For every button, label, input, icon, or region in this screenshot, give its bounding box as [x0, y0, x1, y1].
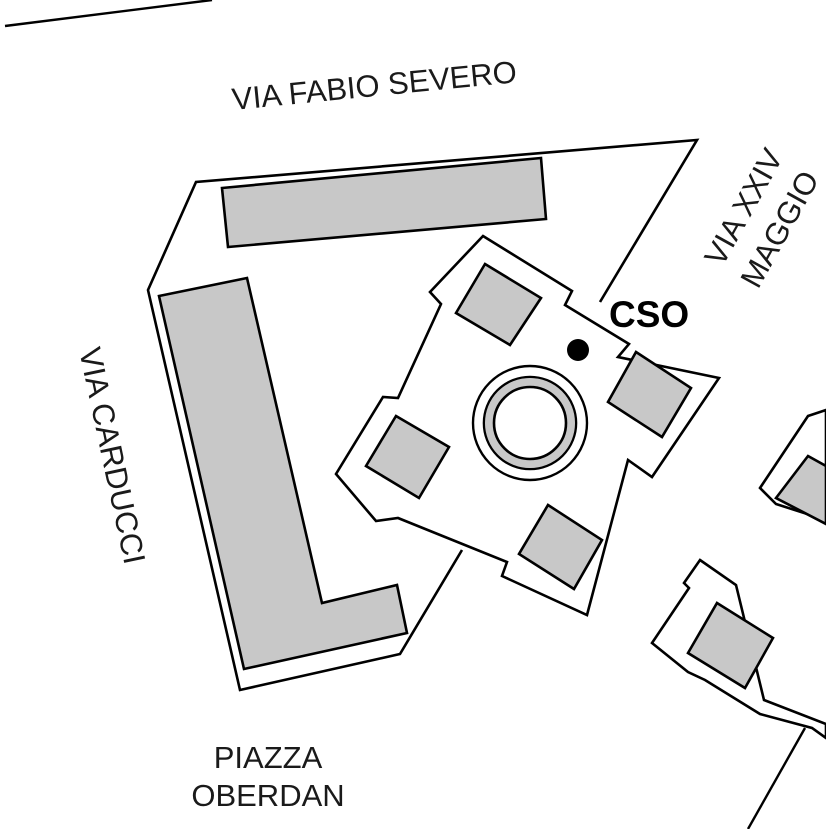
street-label-fabio-severo: VIA FABIO SEVERO	[230, 54, 518, 117]
street-label-oberdan-line1: PIAZZA	[214, 740, 323, 775]
ring-fill	[485, 378, 575, 468]
road-line-bottom-right	[746, 727, 807, 829]
location-dot-icon[interactable]	[567, 339, 589, 361]
building-central-east	[606, 350, 693, 439]
ring-inner	[492, 385, 568, 461]
building-central-south	[517, 503, 604, 591]
building-l-shaped	[157, 276, 409, 671]
building-central-west	[364, 414, 451, 500]
block-outline-west	[146, 138, 700, 692]
building-east-lower	[686, 601, 775, 690]
building-central-north	[454, 262, 543, 347]
road-line-top	[4, 0, 213, 28]
ring-outer-line	[471, 364, 589, 482]
marker-label-cso: CSO	[609, 294, 689, 335]
street-label-oberdan-line2: OBERDAN	[191, 778, 344, 813]
street-label-carducci: VIA CARDUCCI	[72, 344, 152, 567]
building-east-upper	[774, 454, 826, 526]
building-bar-north	[220, 156, 548, 249]
